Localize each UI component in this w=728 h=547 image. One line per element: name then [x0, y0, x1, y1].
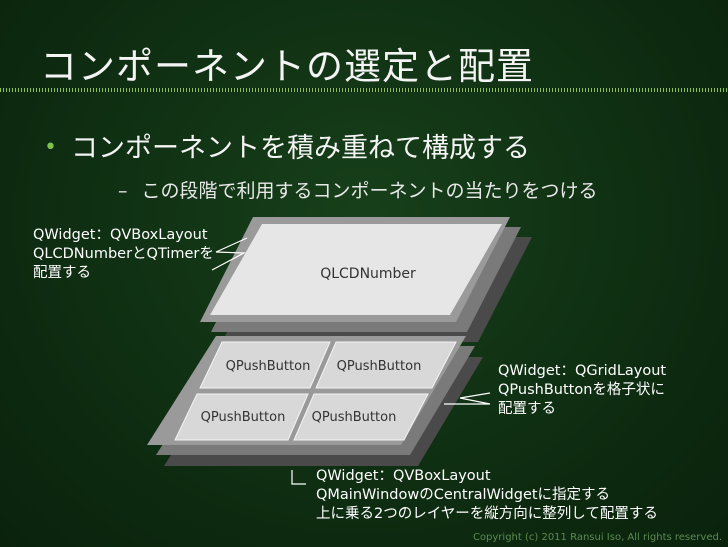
- push-button[interactable]: [293, 393, 429, 441]
- bottom-annotation-line: QWidget：QVBoxLayout: [316, 468, 491, 484]
- copyright-footer: Copyright (c) 2011 Ransui Iso, All right…: [472, 532, 722, 543]
- left-annotation-line: QWidget：QVBoxLayout: [33, 227, 208, 243]
- bullet-main-text: コンポーネントを積み重ねて構成する: [70, 133, 530, 164]
- left-annotation: QWidget：QVBoxLayout QLCDNumberとQTimerを 配…: [33, 226, 214, 283]
- bullet-dot-icon: •: [44, 135, 57, 160]
- right-annotation-line: QWidget：QGridLayout: [498, 363, 667, 379]
- right-note-leader: [444, 392, 491, 405]
- push-button[interactable]: [199, 341, 331, 389]
- bullet-main: • コンポーネントを積み重ねて構成する: [44, 126, 530, 165]
- lcd-number-widget: [210, 224, 502, 315]
- bottom-annotation-line: QMainWindowのCentralWidgetに指定する: [316, 487, 611, 503]
- bottom-annotation-line: 上に乗る2つのレイヤーを縦方向に整列して配置する: [316, 506, 658, 522]
- push-button[interactable]: [174, 393, 309, 441]
- bullet-sub-text: この段階で利用するコンポーネントの当たりをつける: [141, 180, 598, 202]
- left-annotation-line: 配置する: [33, 265, 91, 281]
- title-divider: [0, 88, 728, 92]
- lcd-number-label: QLCDNumber: [320, 266, 416, 282]
- left-annotation-line: QLCDNumberとQTimerを: [33, 246, 214, 262]
- push-button[interactable]: [315, 341, 457, 389]
- slide-title: コンポーネントの選定と配置: [40, 45, 534, 88]
- right-annotation-line: 配置する: [498, 401, 556, 417]
- left-note-leader: [211, 237, 248, 271]
- right-annotation: QWidget：QGridLayout QPushButtonを格子状に 配置す…: [498, 362, 666, 419]
- bottom-annotation: QWidget：QVBoxLayout QMainWindowのCentralW…: [316, 467, 658, 524]
- right-annotation-line: QPushButtonを格子状に: [498, 382, 665, 398]
- push-button-label: QPushButton: [201, 410, 286, 425]
- bullet-sub: –この段階で利用するコンポーネントの当たりをつける: [118, 176, 598, 203]
- push-button-label: QPushButton: [337, 359, 422, 374]
- bullet-dash-icon: –: [118, 180, 128, 202]
- bottom-note-leader: [291, 470, 306, 485]
- push-button-label: QPushButton: [312, 410, 397, 425]
- push-button-label: QPushButton: [226, 359, 311, 374]
